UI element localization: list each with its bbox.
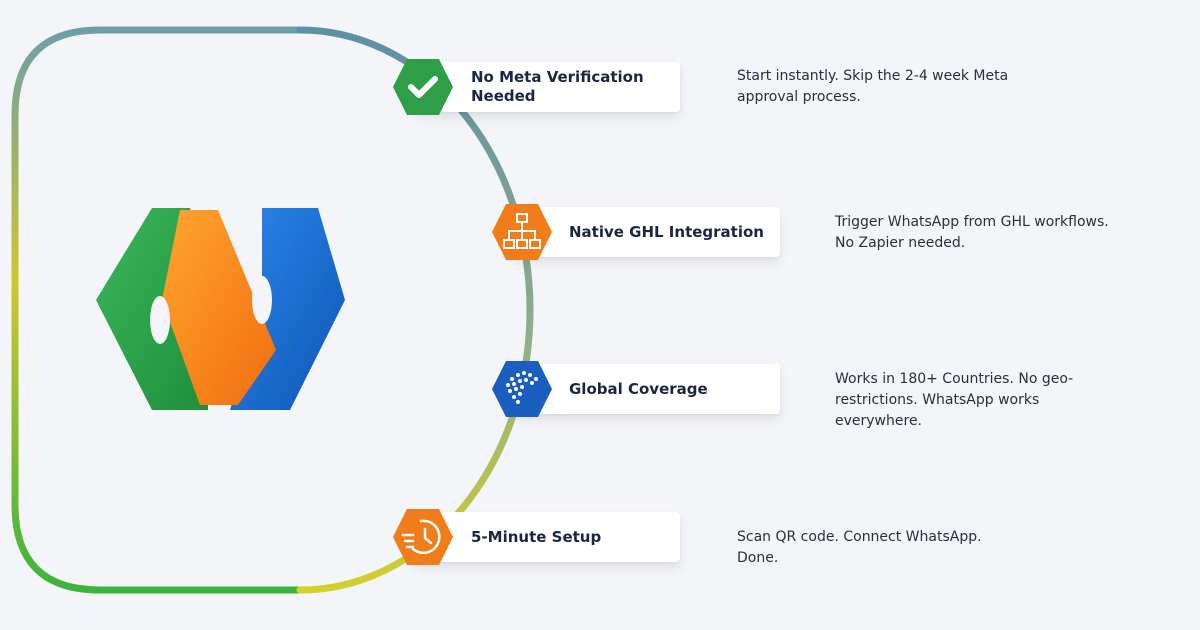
feature-title: Global Coverage — [569, 379, 708, 398]
outer-track-line — [11, 26, 304, 594]
feature-card-coverage: Global Coverage — [515, 364, 780, 414]
hierarchy-icon — [492, 204, 552, 260]
feature-description: Scan QR code. Connect WhatsApp. Done. — [737, 529, 982, 566]
globe-icon — [492, 361, 552, 417]
checkmark-icon — [393, 59, 453, 115]
feature-title: 5-Minute Setup — [471, 527, 602, 546]
feature-description: Start instantly. Skip the 2-4 week Meta … — [737, 68, 1009, 105]
feature-description: Trigger WhatsApp from GHL workflows. No … — [835, 214, 1109, 251]
clock-icon — [393, 509, 453, 565]
app-logo-icon — [96, 208, 345, 410]
feature-description: Works in 180+ Countries. No geo- restric… — [835, 371, 1074, 429]
feature-title: Native GHL Integration — [569, 222, 764, 241]
feature-card-integration: Native GHL Integration — [515, 207, 780, 257]
feature-card-verification: No Meta Verification Needed — [415, 62, 680, 112]
feature-card-setup: 5-Minute Setup — [415, 512, 680, 562]
feature-title: No Meta Verification Needed — [471, 68, 644, 105]
